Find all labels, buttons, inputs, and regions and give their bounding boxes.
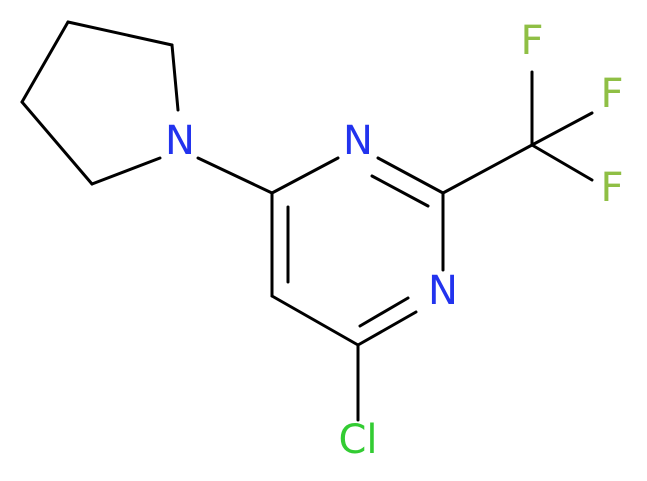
atom-f-top: F [520, 18, 543, 64]
bond-pyrrolidine-1 [20, 20, 70, 104]
bond-ring-bottom-left [270, 294, 360, 347]
atom-n-pyrrolidine: N [165, 118, 195, 164]
bond-ring-bottom-right-outer [356, 310, 418, 347]
bond-pyrrolidine-5 [20, 100, 94, 186]
bond-ring-left-top-to-n [270, 156, 340, 195]
bond-ring-to-cf3 [441, 143, 534, 195]
bond-lines [20, 20, 594, 422]
atom-n-ring-right: N [428, 268, 458, 314]
atom-f-bottom: F [600, 165, 623, 211]
bond-ring-top-right-outer [376, 156, 445, 195]
bond-cf3-bottom [530, 143, 594, 182]
atom-labels: N N N Cl F F F [165, 18, 623, 463]
bond-pyrrolidine-2 [66, 20, 174, 47]
atom-cl: Cl [338, 417, 377, 463]
atom-n-ring-top: N [343, 118, 373, 164]
bond-n-to-ring [196, 156, 274, 195]
bond-cf3-middle [530, 111, 594, 147]
bond-pyrrolidine-4 [90, 156, 162, 186]
bond-ring-bottom-right-inner [358, 296, 410, 328]
bond-pyrrolidine-3 [170, 43, 180, 112]
bond-ring-top-right-inner [370, 174, 430, 208]
atom-f-middle: F [600, 71, 623, 117]
